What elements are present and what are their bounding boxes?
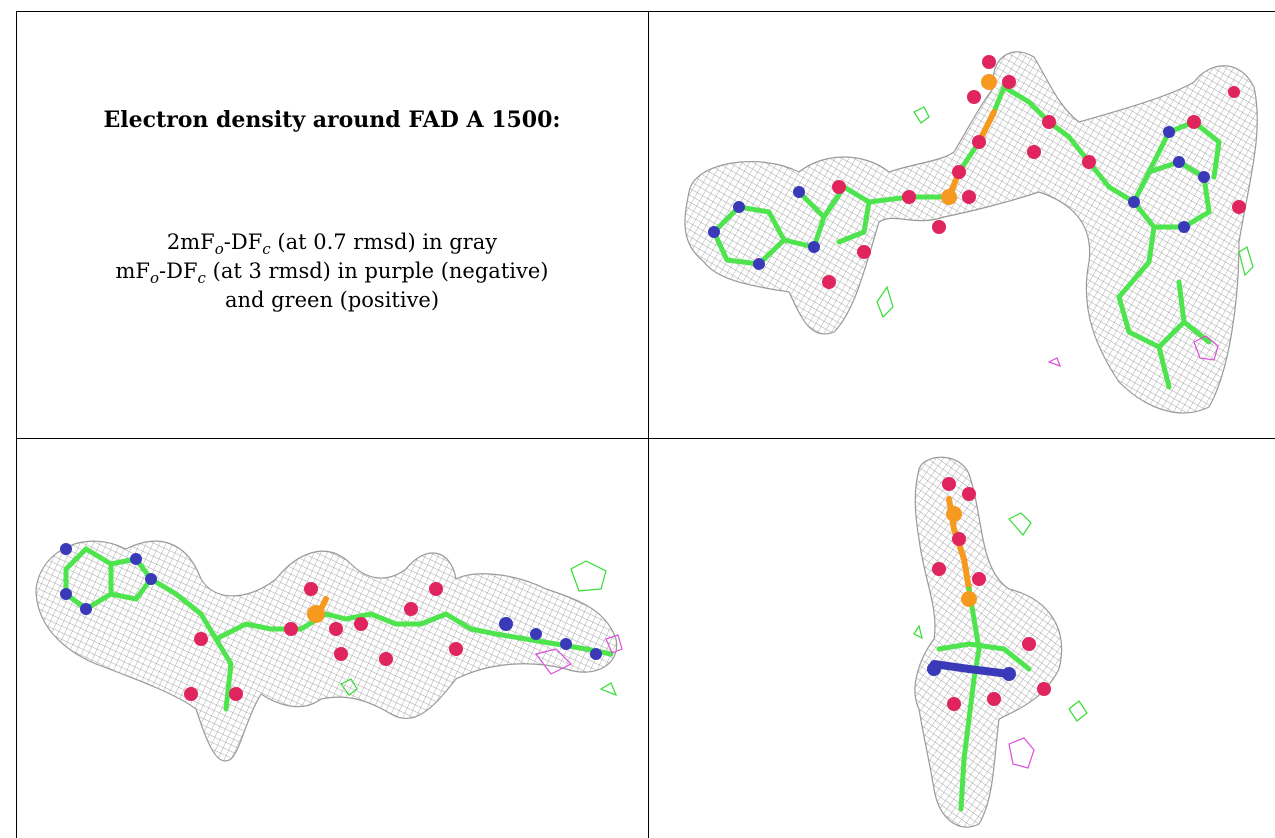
table-center-divider [648, 11, 649, 838]
density-panel-end-on [649, 439, 1275, 838]
map-legend: 2mFo-DFc (at 0.7 rmsd) in gray mFo-DFc (… [16, 228, 648, 315]
density-panel-front [649, 12, 1275, 438]
density-render-front [684, 51, 1258, 414]
table-left-border [16, 11, 17, 838]
mesh-gray-2mfo-dfc [914, 456, 1063, 828]
legend-line-mfo-dfc: mFo-DFc (at 3 rmsd) in purple (negative) [115, 259, 549, 288]
difference-density-side [340, 560, 623, 697]
table-top-border [16, 11, 1275, 12]
caption-cell: Electron density around FAD A 1500: 2mFo… [16, 12, 648, 438]
difference-density-front [876, 106, 1254, 368]
mesh-gray-2mfo-dfc [684, 51, 1258, 414]
legend-line-2mfo-dfc: 2mFo-DFc (at 0.7 rmsd) in gray [166, 230, 498, 259]
density-render-end-on [913, 456, 1088, 828]
table-row-divider [16, 438, 1275, 439]
atoms-front [708, 55, 1246, 289]
atoms-end-on [927, 477, 1051, 711]
atoms-side [60, 543, 602, 701]
difference-density-end-on [913, 512, 1088, 769]
figure-title: Electron density around FAD A 1500: [103, 107, 561, 133]
density-panel-side [16, 439, 648, 838]
mesh-gray-2mfo-dfc [35, 540, 618, 762]
legend-line-continued: and green (positive) [224, 288, 440, 312]
density-render-side [35, 540, 623, 762]
